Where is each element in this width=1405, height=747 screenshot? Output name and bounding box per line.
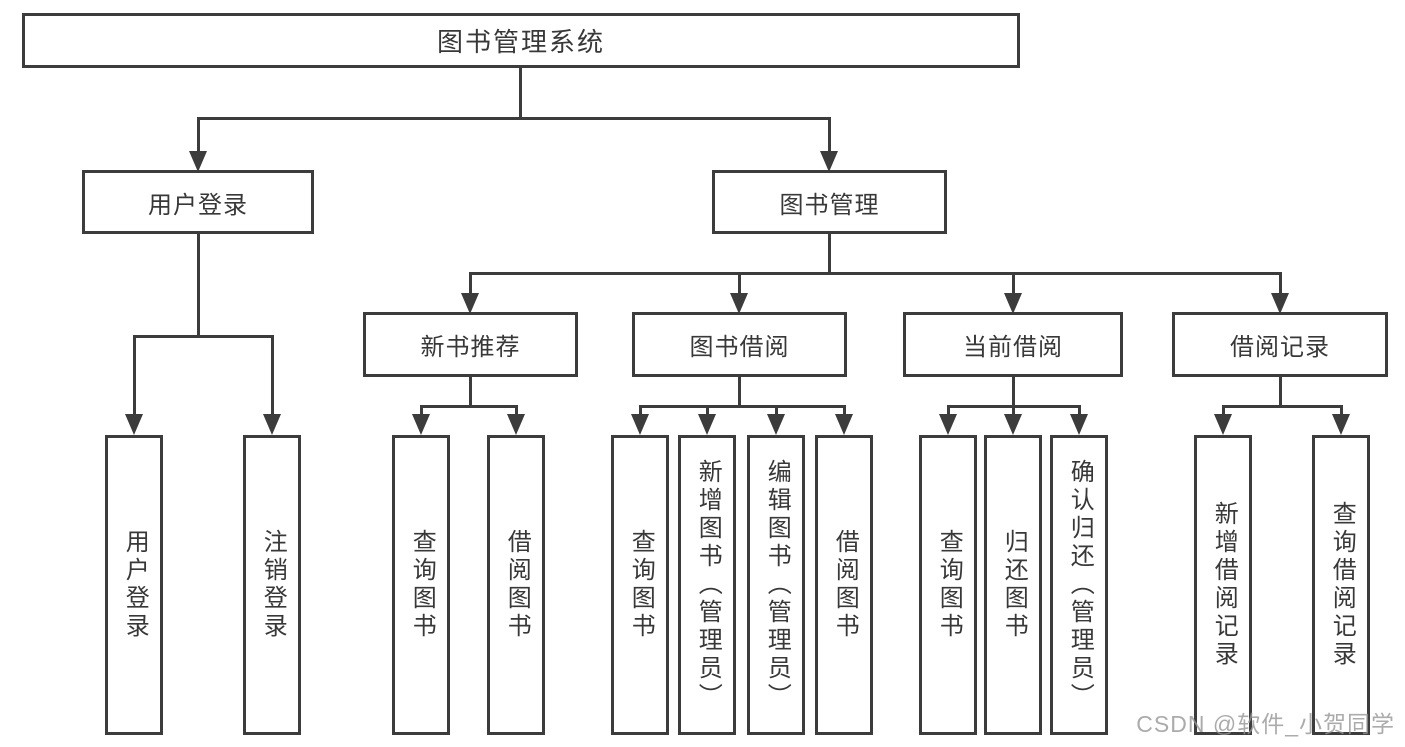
- connector-line: [469, 377, 472, 405]
- connector-line: [469, 272, 1282, 275]
- arrowhead-down-icon: [1070, 414, 1088, 435]
- node-label: 图书管理系统: [436, 27, 605, 57]
- node-label: 借阅图书: [503, 529, 531, 641]
- node-label: 确认归还（管理员）: [1066, 459, 1094, 711]
- node-current-borrowing: 当前借阅: [903, 312, 1123, 377]
- connector-line: [197, 117, 200, 153]
- node-label: 新增图书（管理员）: [694, 459, 722, 711]
- arrowhead-down-icon: [1332, 414, 1350, 435]
- connector-line: [706, 405, 709, 417]
- node-label: 新增借阅记录: [1210, 501, 1238, 669]
- arrowhead-down-icon: [939, 414, 957, 435]
- arrowhead-down-icon: [461, 293, 479, 314]
- arrowhead-down-icon: [835, 414, 853, 435]
- connector-line: [1012, 272, 1015, 296]
- arrowhead-down-icon: [263, 414, 281, 435]
- node-label: 当前借阅: [963, 334, 1063, 361]
- connector-line: [1279, 377, 1282, 405]
- connector-line: [133, 335, 274, 338]
- connector-line: [828, 117, 831, 153]
- connector-line: [843, 405, 846, 417]
- connector-line: [1222, 405, 1225, 417]
- connector-line: [519, 68, 522, 117]
- arrowhead-down-icon: [1004, 414, 1022, 435]
- node-label: 借阅图书: [831, 529, 859, 641]
- connector-line: [639, 405, 845, 408]
- connector-line: [133, 335, 136, 416]
- connector-line: [1012, 377, 1015, 405]
- leaf-confirm-return-admin: 确认归还（管理员）: [1050, 435, 1108, 735]
- leaf-query-books-current: 查询图书: [919, 435, 977, 735]
- connector-line: [775, 405, 778, 417]
- arrowhead-down-icon: [1271, 293, 1289, 314]
- node-label: 查询借阅记录: [1328, 501, 1356, 669]
- node-label: 借阅记录: [1230, 334, 1330, 361]
- node-label: 用户登录: [148, 191, 248, 219]
- arrowhead-down-icon: [631, 414, 649, 435]
- leaf-borrow-books-recommend: 借阅图书: [487, 435, 545, 735]
- arrowhead-down-icon: [698, 414, 716, 435]
- connector-line: [197, 233, 200, 335]
- arrowhead-down-icon: [820, 151, 838, 172]
- connector-line: [469, 272, 472, 296]
- node-borrowing-records: 借阅记录: [1172, 312, 1388, 377]
- arrowhead-down-icon: [1214, 414, 1232, 435]
- connector-line: [828, 233, 831, 272]
- node-label: 图书管理: [779, 191, 880, 219]
- leaf-add-books-admin: 新增图书（管理员）: [678, 435, 736, 735]
- arrowhead-down-icon: [412, 414, 430, 435]
- leaf-user-login: 用户登录: [105, 435, 163, 735]
- arrowhead-down-icon: [189, 151, 207, 172]
- connector-line: [420, 405, 423, 417]
- connector-line: [947, 405, 950, 417]
- node-label: 查询图书: [408, 529, 436, 641]
- connector-line: [738, 377, 741, 405]
- node-label: 归还图书: [1000, 529, 1028, 641]
- connector-line: [1340, 405, 1343, 417]
- connector-line: [639, 405, 642, 417]
- connector-line: [515, 405, 518, 417]
- leaf-return-books: 归还图书: [984, 435, 1042, 735]
- connector-line: [1222, 405, 1343, 408]
- node-book-management: 图书管理: [712, 170, 947, 234]
- node-user-login: 用户登录: [82, 170, 314, 234]
- node-library-management-system: 图书管理系统: [22, 13, 1020, 68]
- leaf-query-books-borrowing: 查询图书: [611, 435, 669, 735]
- leaf-logout: 注销登录: [243, 435, 301, 735]
- node-label: 用户登录: [121, 529, 149, 641]
- node-new-book-recommendation: 新书推荐: [363, 312, 578, 377]
- node-label: 注销登录: [259, 529, 287, 641]
- connector-line: [197, 117, 831, 120]
- node-label: 查询图书: [935, 529, 963, 641]
- node-label: 新书推荐: [420, 334, 521, 361]
- leaf-add-borrowing-record: 新增借阅记录: [1194, 435, 1252, 735]
- arrowhead-down-icon: [125, 414, 143, 435]
- leaf-edit-books-admin: 编辑图书（管理员）: [747, 435, 805, 735]
- leaf-borrow-books-borrowing: 借阅图书: [815, 435, 873, 735]
- node-label: 编辑图书（管理员）: [763, 459, 791, 711]
- leaf-query-books-recommend: 查询图书: [392, 435, 450, 735]
- node-label: 图书借阅: [689, 334, 790, 361]
- node-label: 查询图书: [627, 529, 655, 641]
- connector-line: [738, 272, 741, 296]
- connector-line: [1012, 405, 1015, 417]
- node-book-borrowing: 图书借阅: [632, 312, 847, 377]
- arrowhead-down-icon: [507, 414, 525, 435]
- connector-line: [271, 335, 274, 416]
- arrowhead-down-icon: [1004, 293, 1022, 314]
- arrowhead-down-icon: [730, 293, 748, 314]
- arrowhead-down-icon: [767, 414, 785, 435]
- connector-line: [1279, 272, 1282, 296]
- connector-line: [420, 405, 518, 408]
- leaf-query-borrowing-record: 查询借阅记录: [1312, 435, 1370, 735]
- connector-line: [1078, 405, 1081, 417]
